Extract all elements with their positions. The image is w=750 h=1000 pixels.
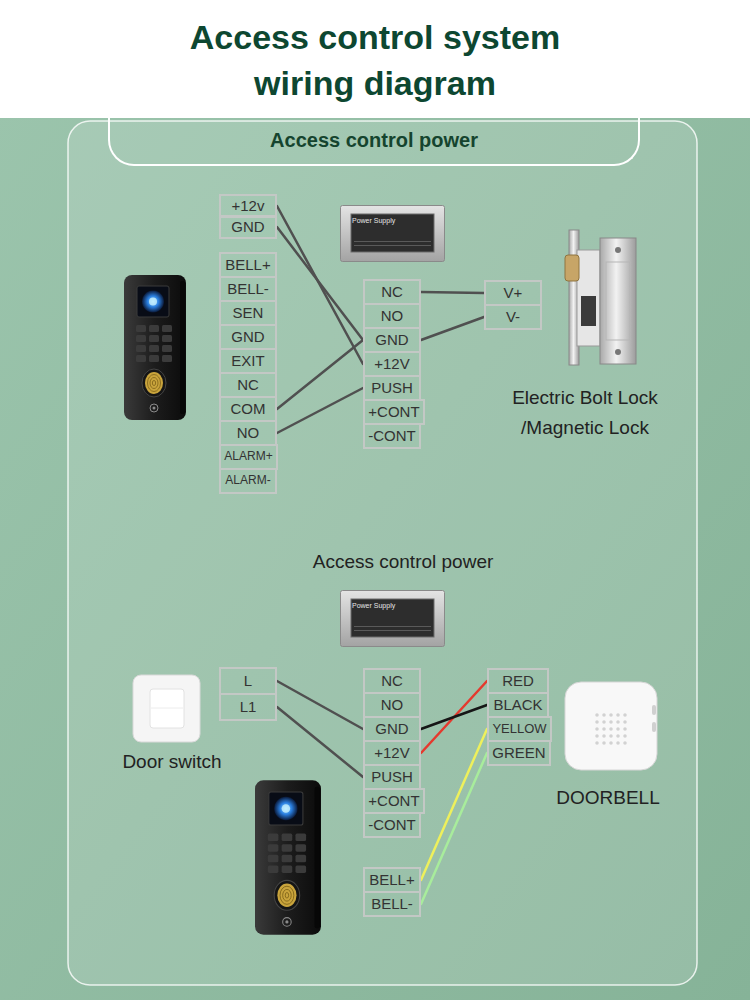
device-label: Door switch <box>97 750 247 774</box>
terminal-label: BLACK <box>493 696 542 713</box>
wire <box>277 388 363 433</box>
terminal-label: GND <box>375 720 408 737</box>
wire <box>421 729 487 880</box>
terminal-label: BELL+ <box>225 256 270 273</box>
terminal-box: L1 <box>219 693 277 721</box>
terminal-label: NO <box>381 696 404 713</box>
terminal-label: GREEN <box>492 744 545 761</box>
wire <box>421 753 487 904</box>
terminal-box: +12V <box>363 740 421 766</box>
terminal-label: L <box>244 672 252 689</box>
terminal-label: NO <box>237 424 260 441</box>
wire <box>421 705 487 729</box>
terminal-box: GND <box>363 327 421 353</box>
terminal-label: V+ <box>504 284 523 301</box>
terminal-label: NC <box>381 283 403 300</box>
terminal-box: NO <box>363 692 421 718</box>
wire <box>277 227 363 340</box>
terminal-box: BELL+ <box>219 252 277 278</box>
terminal-label: NC <box>237 376 259 393</box>
wire <box>421 317 484 340</box>
terminal-label: PUSH <box>371 379 413 396</box>
terminal-box: -CONT <box>363 423 421 449</box>
wire <box>277 206 363 364</box>
terminal-label: BELL- <box>227 280 269 297</box>
terminal-box: GND <box>219 324 277 350</box>
terminal-box: NC <box>219 372 277 398</box>
terminal-box: NC <box>363 668 421 694</box>
wire <box>277 681 363 729</box>
terminal-label: -CONT <box>368 427 416 444</box>
terminal-box: PUSH <box>363 764 421 790</box>
device-marking: Power Supply <box>352 216 434 225</box>
device-marking: Power Supply <box>352 601 434 610</box>
terminal-box: RED <box>487 668 549 694</box>
device-label: DOORBELL <box>528 786 688 810</box>
terminal-box: BELL+ <box>363 867 421 893</box>
wire <box>277 707 363 777</box>
terminal-box: -CONT <box>363 812 421 838</box>
terminal-box: BELL- <box>363 891 421 917</box>
terminal-label: V- <box>506 308 520 325</box>
terminal-label: +12V <box>374 355 409 372</box>
terminal-label: RED <box>502 672 534 689</box>
terminal-box: L <box>219 667 277 695</box>
terminal-box: PUSH <box>363 375 421 401</box>
terminal-box: GND <box>363 716 421 742</box>
terminal-label: COM <box>231 400 266 417</box>
terminal-box: NC <box>363 279 421 305</box>
section-heading: Access control power <box>270 129 478 152</box>
terminal-label: +CONT <box>368 403 419 420</box>
header-band: Access control power <box>108 116 640 166</box>
wire <box>421 292 484 293</box>
device-label: Electric Bolt Lock /Magnetic Lock <box>490 383 680 443</box>
terminal-label: PUSH <box>371 768 413 785</box>
terminal-box: +12V <box>363 351 421 377</box>
terminal-box: +CONT <box>363 399 425 425</box>
wire <box>277 340 363 409</box>
terminal-label: +CONT <box>368 792 419 809</box>
terminal-box: NO <box>219 420 277 446</box>
terminal-box: YELLOW <box>487 716 552 742</box>
terminal-label: NO <box>381 307 404 324</box>
terminal-label: GND <box>231 328 264 345</box>
terminal-label: ALARM+ <box>224 450 272 464</box>
terminal-box: GND <box>219 215 277 239</box>
terminal-label: GND <box>375 331 408 348</box>
diagram-title: Access control system wiring diagram <box>165 14 585 106</box>
terminal-box: +CONT <box>363 788 425 814</box>
terminal-label: ALARM- <box>225 474 270 488</box>
terminal-label: SEN <box>233 304 264 321</box>
terminal-box: SEN <box>219 300 277 326</box>
terminal-label: EXIT <box>231 352 264 369</box>
terminal-label: GND <box>231 218 264 235</box>
terminal-box: ALARM+ <box>219 444 278 470</box>
terminal-box: ALARM- <box>219 468 277 494</box>
terminal-label: NC <box>381 672 403 689</box>
terminal-label: -CONT <box>368 816 416 833</box>
terminal-box: V+ <box>484 280 542 306</box>
terminal-box: NO <box>363 303 421 329</box>
terminal-box: GREEN <box>487 740 551 766</box>
terminal-box: BLACK <box>487 692 549 718</box>
terminal-label: BELL+ <box>369 871 414 888</box>
terminal-label: +12V <box>374 744 409 761</box>
terminal-box: EXIT <box>219 348 277 374</box>
terminal-box: BELL- <box>219 276 277 302</box>
terminal-label: BELL- <box>371 895 413 912</box>
terminal-label: +12v <box>232 197 265 214</box>
terminal-box: V- <box>484 304 542 330</box>
section-label: Access control power <box>278 550 528 574</box>
wire <box>421 681 487 753</box>
terminal-box: COM <box>219 396 277 422</box>
terminal-label: L1 <box>240 698 257 715</box>
terminal-label: YELLOW <box>492 722 546 737</box>
